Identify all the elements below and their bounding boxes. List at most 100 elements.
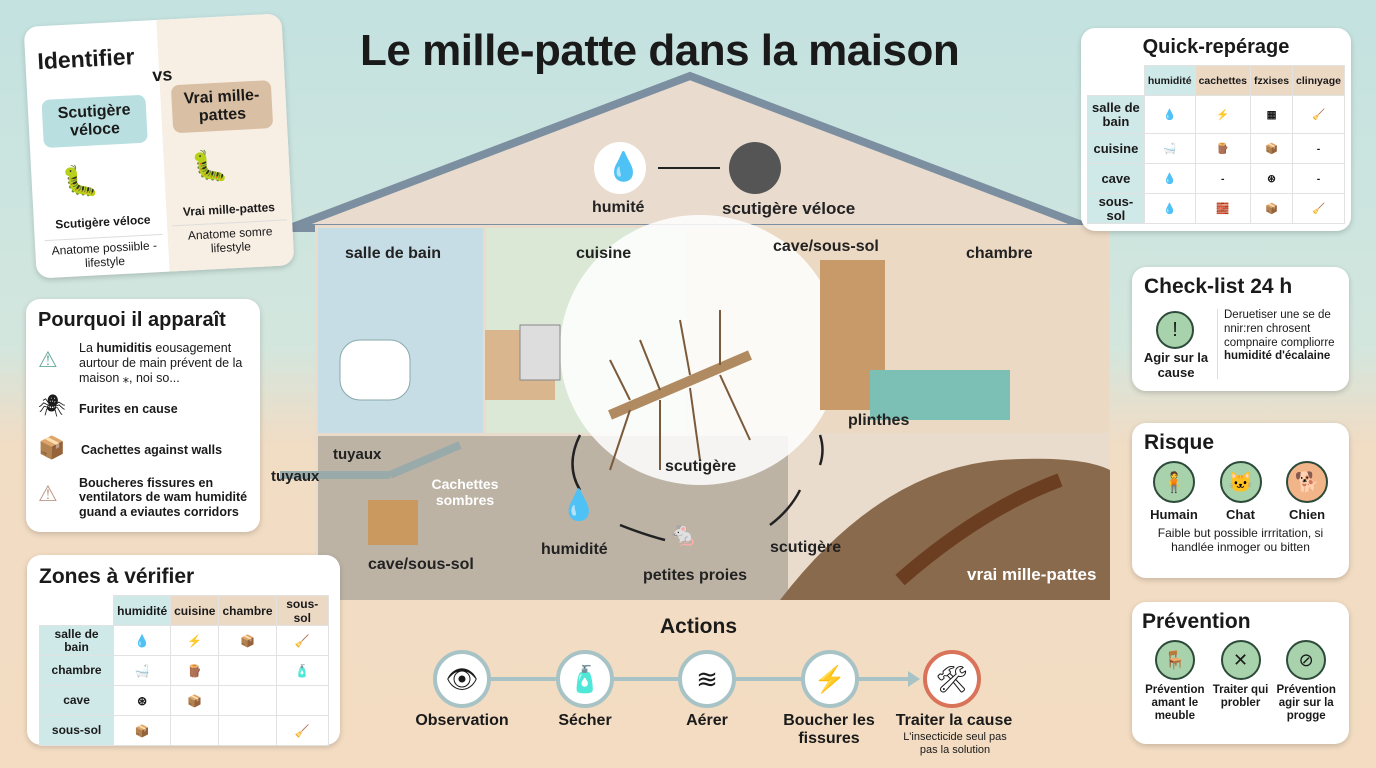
room-kitchen[interactable]: cuisine <box>576 245 632 262</box>
prevention-item: ✕Traiter qui probler <box>1208 640 1274 724</box>
why-item-1: La humiditis eousagement aurtour de main… <box>79 341 243 385</box>
dog-icon: 🐕 <box>1286 461 1328 503</box>
zones-col: humidité <box>113 595 172 626</box>
checklist-action: Agir sur la cause <box>1143 350 1209 380</box>
warning-tan-icon: ⚠ <box>38 481 58 506</box>
room-cellar[interactable]: cave/sous-sol <box>773 238 879 255</box>
roof <box>288 71 1092 232</box>
furniture-icon: 🪑 <box>1154 640 1195 680</box>
zones-col: cuisine <box>170 595 220 626</box>
risk-title: Risque <box>1144 431 1215 454</box>
table-row: cave💧-⊛- <box>1087 163 1345 194</box>
vrai-label: vrai mille-pattes <box>967 565 1097 584</box>
vs-label: vs <box>151 64 173 86</box>
center-scutigere-label: scutigère <box>665 458 737 475</box>
action-observation[interactable]: Observation <box>415 712 509 729</box>
risk-dog: 🐕Chien <box>1277 461 1337 522</box>
scutigere-name: Scutigère véloce <box>54 212 151 232</box>
action-traiter-note: L'insecticide seul pas pas la solution <box>903 731 1007 756</box>
water-drop-circle <box>594 142 646 194</box>
millipede-desc: Anatome somre lifestyle <box>172 219 289 258</box>
water-drop-icon: 💧 <box>606 151 641 182</box>
checklist-text: Deruetiser une se de nnir:ren chrosent c… <box>1224 309 1335 363</box>
center-glow <box>560 215 840 485</box>
zones-title: Zones à vérifier <box>39 565 195 588</box>
tools-cross-icon: ✕ <box>1220 640 1261 680</box>
box-icon: 📦 <box>38 435 66 460</box>
table-row: salle de bain💧⚡📦🧹 <box>38 625 330 656</box>
tuyaux-label: tuyaux <box>333 446 382 463</box>
exclamation-icon: ! <box>1156 311 1194 349</box>
cycle-arrow <box>571 434 582 491</box>
identify-card: Identifier vs Scutigère véloce Vrai mill… <box>23 13 295 279</box>
scutigere-icon: 🐛 <box>60 164 100 200</box>
arrow-icon <box>908 671 920 687</box>
prevention-item: 🪑Prévention amant le meuble <box>1142 640 1208 724</box>
room-bedroom[interactable]: chambre <box>966 245 1033 262</box>
action-traiter[interactable]: Traiter la cause <box>895 712 1013 729</box>
risk-human: 🧍Humain <box>1144 461 1204 522</box>
why-title: Pourquoi il apparaît <box>38 309 226 331</box>
mouse-icon: 🐁 <box>668 521 698 548</box>
person-icon: 🧍 <box>1153 461 1195 503</box>
spray-icon[interactable]: 🧴 <box>556 650 614 708</box>
top-from-label: humité <box>592 199 645 216</box>
table-row: chambre🛁🪵🧴 <box>38 655 330 686</box>
cycle-scutigere: scutigère <box>770 539 842 556</box>
scutigere-photo-icon <box>729 142 781 194</box>
house-illustration <box>280 71 1110 600</box>
oven <box>519 324 561 381</box>
risk-note: Faible but possible irrritation, si hand… <box>1157 526 1324 555</box>
centipede-icon <box>608 310 752 471</box>
action-secher[interactable]: Sécher <box>558 712 612 729</box>
table-row: sous-sol💧🧱📦🧹 <box>1087 193 1345 224</box>
warning-green-icon: ⚠ <box>38 347 58 372</box>
eye-icon[interactable]: 👁 <box>433 650 491 708</box>
prevention-item: ⊘Prévention agir sur la progge <box>1273 640 1339 724</box>
cardboard-box <box>368 500 418 545</box>
action-boucher[interactable]: Boucher les fissures <box>783 712 875 747</box>
why-item-4: Boucheres fissures en ventilators de wam… <box>79 476 248 519</box>
cycle-humidity: humidité <box>541 541 608 558</box>
cave-label: cave/sous-sol <box>368 556 474 573</box>
plinthes-label: plinthes <box>848 412 910 429</box>
checklist-card: Check-list 24 h ! Agir sur la cause Deru… <box>1132 267 1349 391</box>
zones-col: chambre <box>218 595 277 626</box>
bed <box>870 370 1010 420</box>
page-title: Le mille-patte dans la maison <box>360 26 960 75</box>
window-air-icon[interactable]: ≋ <box>678 650 736 708</box>
cachettes-label: Cachettes sombres <box>431 476 499 508</box>
shield-slash-icon: ⊘ <box>1286 640 1327 680</box>
zones-col: sous-sol <box>275 595 330 626</box>
millipede-badge: Vrai mille-pattes <box>170 80 274 134</box>
prevention-title: Prévention <box>1142 610 1251 633</box>
scutigere-badge: Scutigère véloce <box>41 94 148 149</box>
millipede-icon <box>895 473 1063 586</box>
cycle-prey: petites proies <box>643 567 748 584</box>
table-row: cuisine🛁🪵📦- <box>1087 133 1345 164</box>
risk-card: Risque 🧍Humain 🐱Chat 🐕Chien Faible but p… <box>1132 423 1349 578</box>
tuyaux-out-label: tuyaux <box>271 468 320 485</box>
why-item-2: Furites en cause <box>79 402 178 416</box>
why-item-3: Cachettes against walls <box>81 443 223 457</box>
checklist-title: Check-list 24 h <box>1144 275 1293 298</box>
millipede-icon: 🐛 <box>190 149 230 185</box>
crack-icon[interactable]: ⚡ <box>801 650 859 708</box>
tools-icon[interactable]: 🛠 <box>923 650 981 708</box>
cycle-drop-icon: 💧 <box>560 489 598 522</box>
bathroom-room <box>318 228 483 433</box>
quick-title: Quick-repérage <box>1142 36 1290 58</box>
why-card: Pourquoi il apparaît ⚠ La humiditis eous… <box>26 299 260 532</box>
bathtub <box>339 339 411 401</box>
risk-cat: 🐱Chat <box>1211 461 1271 522</box>
table-row: cave⊛📦 <box>38 685 330 716</box>
identify-title: Identifier <box>36 43 136 75</box>
cat-icon: 🐱 <box>1219 461 1262 503</box>
table-row: salle de bain💧⚡▦🧹 <box>1087 95 1345 134</box>
room-bathroom[interactable]: salle de bain <box>345 245 442 262</box>
bug-icon: 🕷 <box>38 393 66 418</box>
action-aerer[interactable]: Aérer <box>686 712 728 729</box>
